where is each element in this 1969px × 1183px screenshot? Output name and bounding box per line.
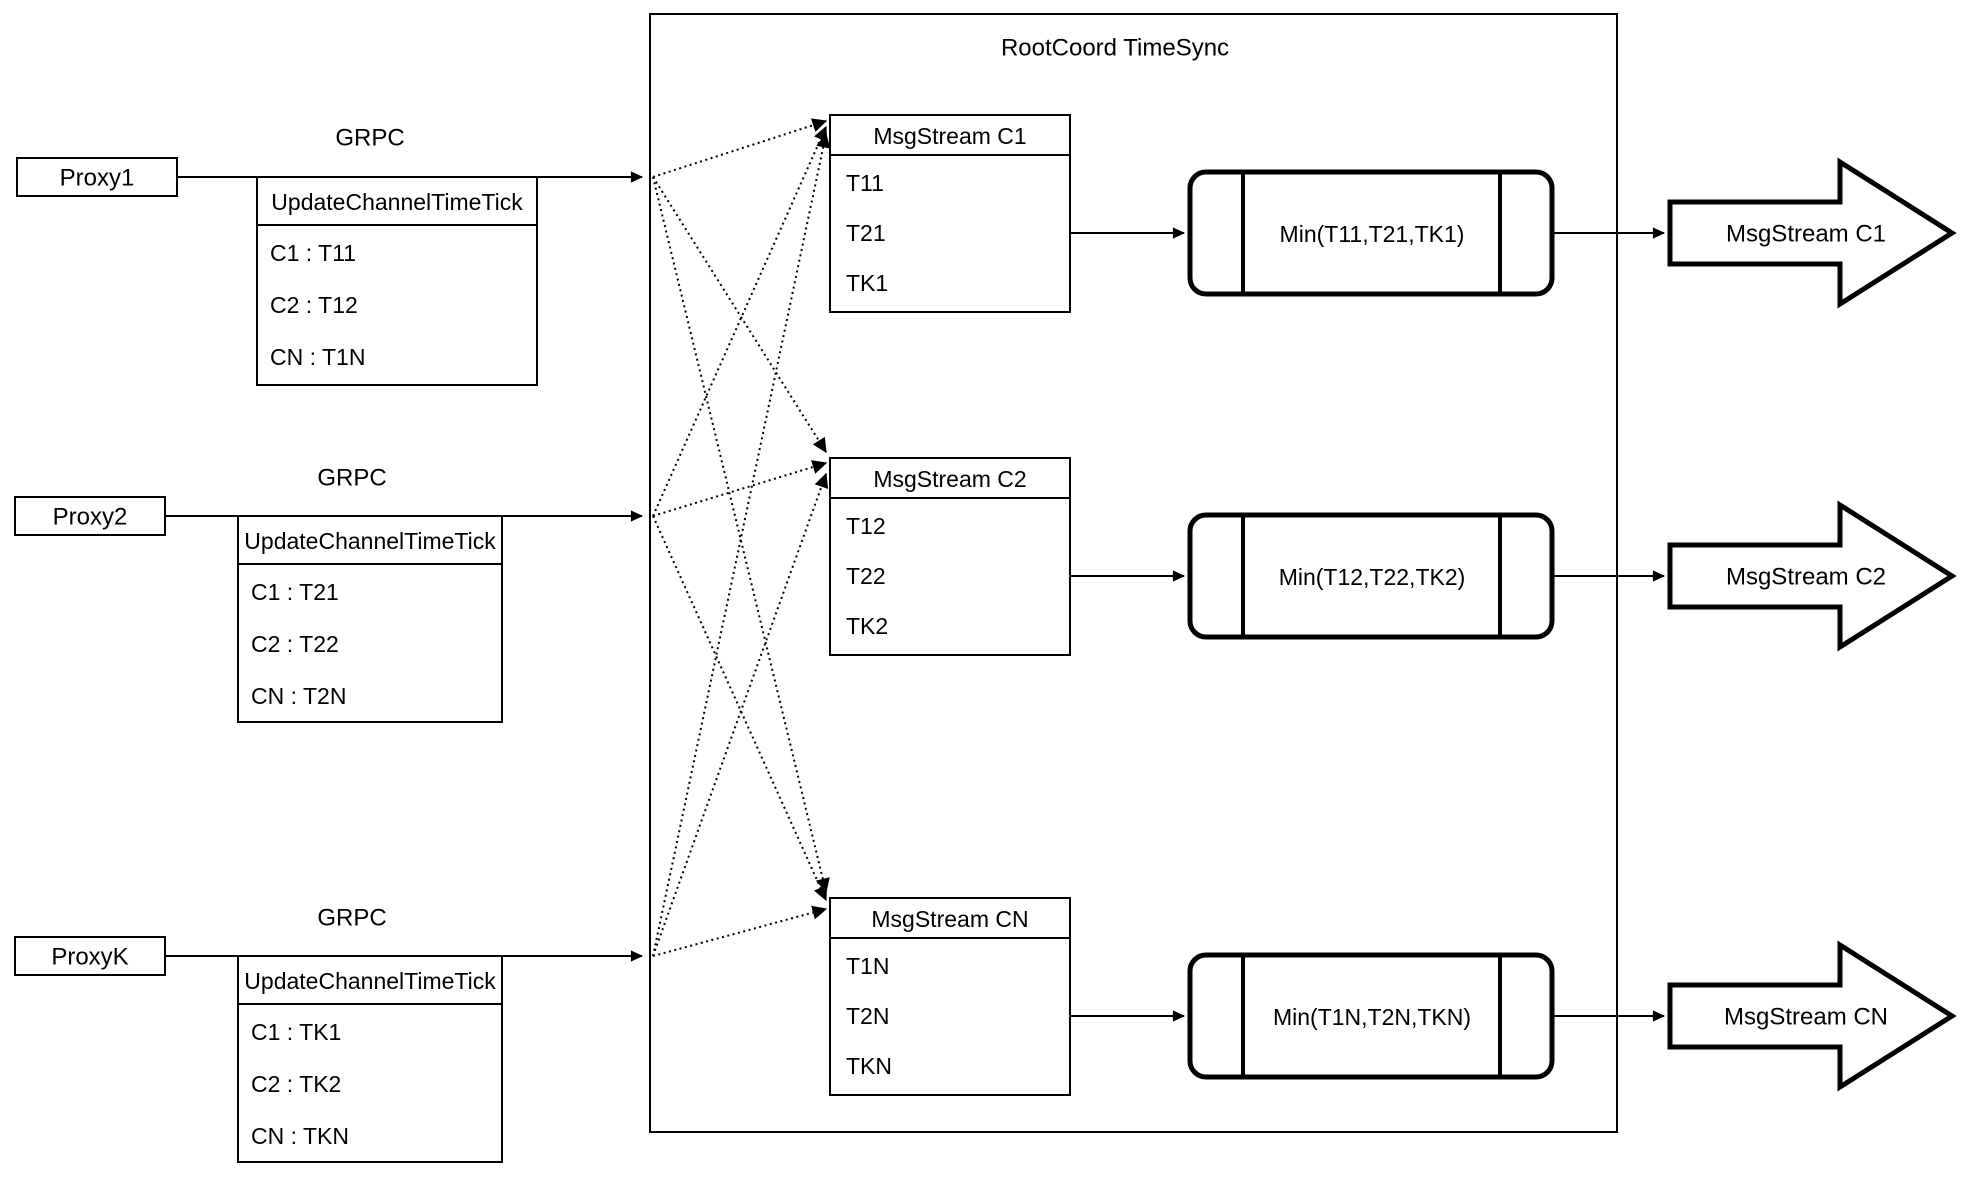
output-arrow-label: MsgStream C1 [1726, 221, 1886, 248]
table-row: CN : T2N [251, 683, 346, 709]
dotted-connector-pk-cn [652, 905, 828, 957]
output-arrow-label: MsgStream C2 [1726, 564, 1886, 591]
table-box [829, 114, 1071, 313]
proxyk-box [14, 936, 166, 976]
output-arrow-c2: MsgStream C2 [1667, 500, 1957, 652]
table-row: T2N [846, 1003, 889, 1029]
dotted-connector-p1-cn [652, 176, 830, 894]
proxy1-box [16, 157, 178, 197]
dotted-connector-p2-cn [652, 515, 827, 902]
min-process-box-2: Min(T12,T22,TK2) [1187, 512, 1555, 640]
table-row: T12 [846, 513, 886, 539]
table-box [237, 515, 503, 723]
table-header: MsgStream CN [871, 906, 1028, 932]
stream-lane-2: MsgStream C2 T12 T22 TK2 Min(T12,T22,TK2… [829, 457, 1957, 656]
dotted-connector-pk-c1 [652, 132, 831, 957]
update-channel-table-3: UpdateChannelTimeTick C1 : TK1 C2 : TK2 … [237, 955, 503, 1163]
proxy2-label: Proxy2 [53, 504, 128, 531]
table-row: CN : TKN [251, 1123, 349, 1149]
grpc-label-3: GRPC [317, 905, 386, 932]
table-box [237, 955, 503, 1163]
grpc-label-1: GRPC [335, 125, 404, 152]
proxy1-label: Proxy1 [60, 165, 135, 192]
update-channel-table-2: UpdateChannelTimeTick C1 : T21 C2 : T22 … [237, 515, 503, 723]
table-row: C2 : TK2 [251, 1071, 341, 1097]
table-header: MsgStream C2 [873, 466, 1026, 492]
table-row: C1 : T21 [251, 579, 339, 605]
grpc-label-2: GRPC [317, 465, 386, 492]
table-box [829, 897, 1071, 1096]
dotted-connector-p1-c2 [652, 176, 827, 454]
min-process-box-1: Min(T11,T21,TK1) [1187, 169, 1555, 297]
table-row: TK2 [846, 613, 888, 639]
table-row: C1 : T11 [270, 240, 356, 266]
dotted-fanout-connectors [652, 118, 831, 957]
output-arrow-label: MsgStream CN [1724, 1004, 1888, 1031]
msgstream-table-c1: MsgStream C1 T11 T21 TK1 [829, 114, 1071, 313]
table-header: UpdateChannelTimeTick [271, 189, 523, 215]
fat-arrow-shape [1667, 500, 1957, 652]
min-process-box-3: Min(T1N,T2N,TKN) [1187, 952, 1555, 1080]
table-box [829, 457, 1071, 656]
proxy2-box [14, 496, 166, 536]
proxy-row-2: Proxy2 GRPC UpdateChannelTimeTick C1 : T… [14, 465, 644, 723]
table-row: C1 : TK1 [251, 1019, 341, 1045]
table-row: T21 [846, 220, 886, 246]
stream-lane-3: MsgStream CN T1N T2N TKN Min(T1N,T2N,TKN… [829, 897, 1957, 1096]
table-row: CN : T1N [270, 344, 365, 370]
table-row: T11 [846, 170, 884, 196]
update-channel-table-1: UpdateChannelTimeTick C1 : T11 C2 : T12 … [256, 176, 538, 386]
proxy-row-1: Proxy1 GRPC UpdateChannelTimeTick C1 : T… [16, 125, 644, 386]
msgstream-table-c2: MsgStream C2 T12 T22 TK2 [829, 457, 1071, 656]
table-row: T22 [846, 563, 886, 589]
table-header: UpdateChannelTimeTick [244, 528, 496, 554]
table-row: TKN [846, 1053, 892, 1079]
rootcoord-container-title: RootCoord TimeSync [1001, 35, 1229, 62]
min-label: Min(T1N,T2N,TKN) [1273, 1004, 1471, 1030]
table-row: TK1 [846, 270, 888, 296]
table-row: C2 : T22 [251, 631, 339, 657]
msgstream-table-cn: MsgStream CN T1N T2N TKN [829, 897, 1071, 1096]
fat-arrow-shape [1667, 157, 1957, 309]
stream-lane-1: MsgStream C1 T11 T21 TK1 Min(T11,T21,TK1… [829, 114, 1957, 313]
table-row: C2 : T12 [270, 292, 358, 318]
min-label: Min(T12,T22,TK2) [1279, 564, 1466, 590]
table-row: T1N [846, 953, 889, 979]
proxy-row-3: ProxyK GRPC UpdateChannelTimeTick C1 : T… [14, 905, 644, 1163]
min-label: Min(T11,T21,TK1) [1280, 221, 1465, 247]
proxyk-label: ProxyK [51, 944, 128, 971]
table-box [256, 176, 538, 386]
output-arrow-c1: MsgStream C1 [1667, 157, 1957, 309]
table-header: MsgStream C1 [873, 123, 1026, 149]
output-arrow-cn: MsgStream CN [1667, 940, 1957, 1092]
fat-arrow-shape [1667, 940, 1957, 1092]
table-header: UpdateChannelTimeTick [244, 968, 496, 994]
